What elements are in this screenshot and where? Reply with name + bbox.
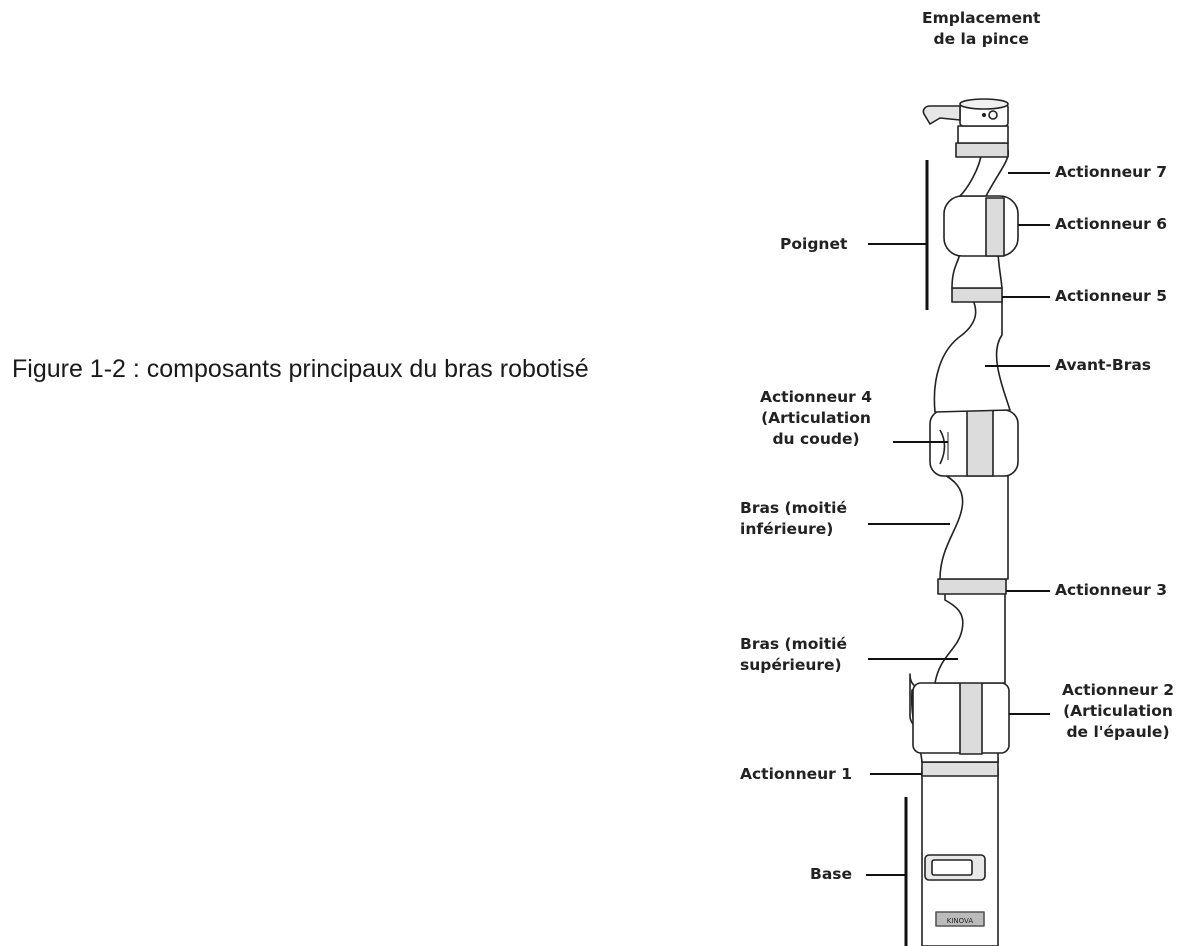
base-logo-plate [935, 911, 985, 927]
actuator-3-ring [937, 578, 1007, 595]
actuator-7-ring [955, 142, 1009, 158]
label-actuator-7: Actionneur 7 [1055, 163, 1167, 181]
actuator-2-ring [959, 681, 983, 755]
figure-caption: Figure 1-2 : composants principaux du br… [12, 355, 589, 383]
actuator-7-body [957, 125, 1009, 144]
label-actuator-2: Actionneur 2 (Articulation de l'épaule) [1062, 681, 1174, 741]
label-actuator-6: Actionneur 6 [1055, 215, 1167, 233]
label-wrist: Poignet [780, 235, 848, 253]
base-logo: KINOVA [947, 917, 974, 925]
label-arm-upper-half: Bras (moitié supérieure) [740, 635, 847, 674]
actuator-4-ring [966, 409, 994, 477]
arm-upper-half [934, 591, 1006, 684]
actuator-6-body [943, 195, 1019, 257]
label-gripper-location: Emplacement de la pince [922, 9, 1041, 48]
forearm-link [933, 297, 1011, 413]
label-forearm: Avant-Bras [1055, 356, 1152, 374]
actuator-1-ring [921, 761, 999, 777]
label-actuator-1: Actionneur 1 [740, 765, 852, 783]
label-actuator-4: Actionneur 4 (Articulation du coude) [760, 388, 872, 448]
label-actuator-3: Actionneur 3 [1055, 581, 1167, 599]
label-base: Base [810, 865, 853, 883]
tool-connector [922, 105, 961, 125]
arm-lower-half [939, 459, 1009, 580]
actuator-6-ring [985, 197, 1005, 257]
label-actuator-5: Actionneur 5 [1055, 287, 1167, 305]
label-arm-lower-half: Bras (moitié inférieure) [740, 499, 847, 538]
actuator-5-ring [951, 287, 1003, 303]
